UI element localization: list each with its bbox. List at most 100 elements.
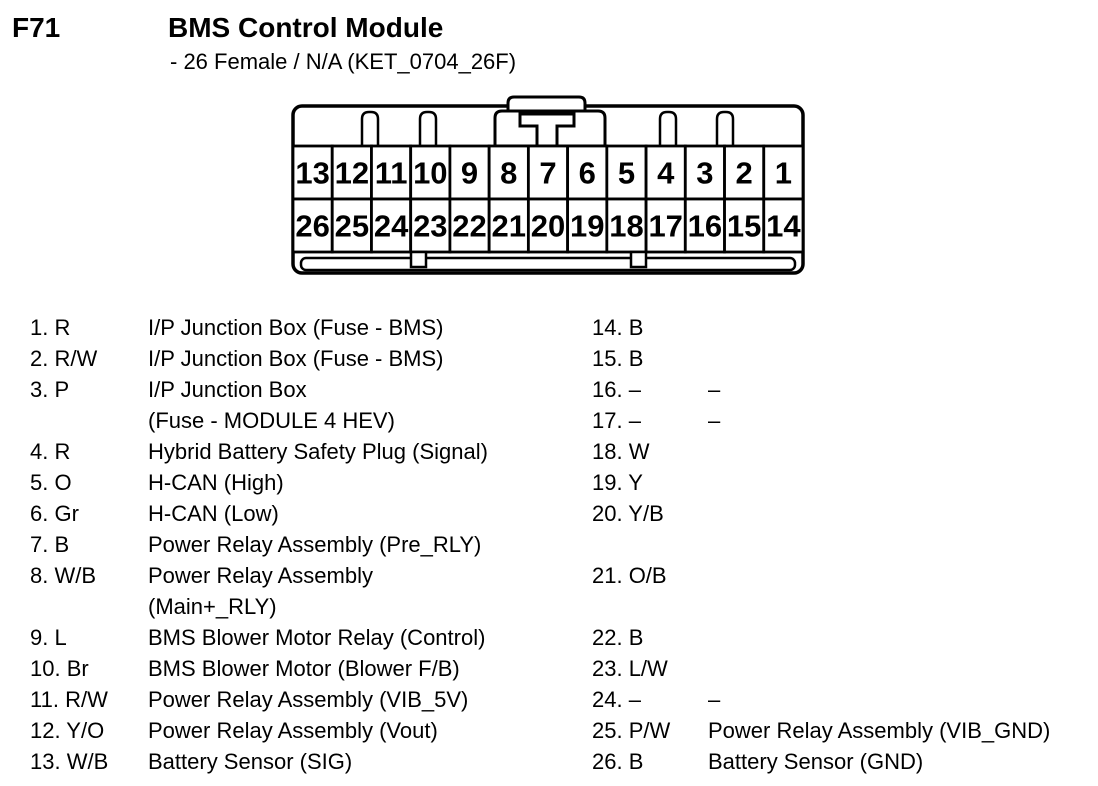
pin-row: 1. R I/P Junction Box (Fuse - BMS) 14. B bbox=[0, 312, 1098, 343]
pin-number-color: 16. – bbox=[592, 377, 641, 402]
connector-pin-number: 11 bbox=[375, 156, 408, 191]
pin-description: – bbox=[708, 687, 721, 712]
pin-description: H-CAN (Low) bbox=[148, 501, 279, 526]
pin-number-color: 20. Y/B bbox=[592, 501, 664, 526]
page-title: BMS Control Module bbox=[168, 12, 444, 43]
connector-cell bbox=[448, 197, 491, 254]
connector-pin-number: 14 bbox=[766, 209, 801, 244]
pin-description: Hybrid Battery Safety Plug (Signal) bbox=[148, 439, 488, 464]
connector-pin-number: 13 bbox=[295, 156, 329, 191]
pin-description: (Main+_RLY) bbox=[148, 594, 277, 619]
pin-number-color: 17. – bbox=[592, 408, 641, 433]
pin-description: BMS Blower Motor Relay (Control) bbox=[148, 625, 486, 650]
pin-description: – bbox=[708, 408, 721, 433]
pin-number-color: 11. R/W bbox=[30, 687, 108, 712]
pin-row: 9. L BMS Blower Motor Relay (Control) 22. … bbox=[0, 622, 1098, 653]
pin-number-color: 12. Y/O bbox=[30, 718, 105, 743]
connector-pin-number: 21 bbox=[492, 209, 526, 244]
pin-description: Power Relay Assembly bbox=[148, 563, 373, 588]
connector-slot bbox=[658, 110, 678, 146]
connector-pin-number: 15 bbox=[727, 209, 761, 244]
connector-code: F71 bbox=[12, 12, 61, 43]
pin-description: I/P Junction Box bbox=[148, 377, 307, 402]
pin-row: 6. Gr H-CAN (Low) 20. Y/B bbox=[0, 498, 1098, 529]
pin-description: Power Relay Assembly (VIB_GND) bbox=[708, 718, 1051, 743]
pin-description: Power Relay Assembly (Vout) bbox=[148, 718, 438, 743]
pin-description: (Fuse - MODULE 4 HEV) bbox=[148, 408, 395, 433]
connector-diagram: 1326122511241023922821720619518417316215… bbox=[291, 95, 805, 275]
connector-cell bbox=[409, 144, 452, 201]
connector-pin-number: 20 bbox=[531, 209, 565, 244]
connector-pin-number: 16 bbox=[688, 209, 722, 244]
connector-pin-number: 2 bbox=[736, 156, 753, 191]
connector-pin-grid: 1326122511241023922821720619518417316215… bbox=[291, 144, 805, 254]
connector-pin-number: 10 bbox=[413, 156, 447, 191]
connector-slot bbox=[418, 110, 438, 146]
connector-cell bbox=[330, 197, 373, 254]
pin-row: 7. B Power Relay Assembly (Pre_RLY) bbox=[0, 529, 1098, 560]
pin-number-color: 2. R/W bbox=[30, 346, 98, 371]
pin-number-color: 25. P/W bbox=[592, 718, 671, 743]
connector-cell bbox=[487, 197, 530, 254]
connector-slot bbox=[715, 110, 735, 146]
pin-description: – bbox=[708, 377, 721, 402]
pin-number-color: 19. Y bbox=[592, 470, 643, 495]
connector-pin-number: 8 bbox=[500, 156, 517, 191]
connector-cell bbox=[566, 197, 609, 254]
pin-number-color: 3. P bbox=[30, 377, 70, 402]
pin-number-color: 26. B bbox=[592, 749, 644, 774]
connector-slot bbox=[360, 110, 380, 146]
pin-number-color: 18. W bbox=[592, 439, 650, 464]
connector-subtitle: - 26 Female / N/A (KET_0704_26F) bbox=[170, 49, 517, 74]
connector-cell bbox=[370, 144, 413, 201]
connector-pin-number: 6 bbox=[579, 156, 596, 191]
pin-row: (Fuse - MODULE 4 HEV) 17. – – bbox=[0, 405, 1098, 436]
pin-table: 1. R I/P Junction Box (Fuse - BMS) 14. B 2.… bbox=[0, 312, 1098, 782]
connector-pin-number: 19 bbox=[570, 209, 604, 244]
pin-number-color: 14. B bbox=[592, 315, 644, 340]
connector-pin-number: 4 bbox=[657, 156, 675, 191]
connector-pin-number: 26 bbox=[295, 209, 329, 244]
pin-number-color: 23. L/W bbox=[592, 656, 668, 681]
pin-row: (Main+_RLY) bbox=[0, 591, 1098, 622]
pin-number-color: 4. R bbox=[30, 439, 71, 464]
pin-description: Battery Sensor (SIG) bbox=[148, 749, 353, 774]
pin-description: Power Relay Assembly (Pre_RLY) bbox=[148, 532, 482, 557]
pin-description: I/P Junction Box (Fuse - BMS) bbox=[148, 315, 444, 340]
connector-pin-number: 7 bbox=[539, 156, 556, 191]
pin-number-color: 24. – bbox=[592, 687, 641, 712]
pin-number-color: 13. W/B bbox=[30, 749, 109, 774]
pin-number-color: 22. B bbox=[592, 625, 644, 650]
connector-cell bbox=[683, 197, 726, 254]
pin-number-color: 5. O bbox=[30, 470, 72, 495]
pin-number-color: 7. B bbox=[30, 532, 70, 557]
connector-notch bbox=[409, 250, 428, 269]
pin-number-color: 1. R bbox=[30, 315, 71, 340]
pin-description: I/P Junction Box (Fuse - BMS) bbox=[148, 346, 444, 371]
connector-pin-number: 1 bbox=[775, 156, 792, 191]
connector-cell bbox=[723, 144, 766, 201]
connector-cell bbox=[448, 144, 491, 201]
connector-pin-number: 17 bbox=[648, 209, 682, 244]
pin-row: 11. R/W Power Relay Assembly (VIB_5V) 24. … bbox=[0, 684, 1098, 715]
pin-number-color: 9. L bbox=[30, 625, 67, 650]
connector-bottom-strip bbox=[299, 256, 797, 272]
pin-number-color: 15. B bbox=[592, 346, 644, 371]
connector-pin-number: 24 bbox=[374, 209, 409, 244]
connector-pin-number: 3 bbox=[696, 156, 713, 191]
pin-number-color: 6. Gr bbox=[30, 501, 79, 526]
connector-pin-number: 18 bbox=[609, 209, 643, 244]
pin-number-color: 8. W/B bbox=[30, 563, 97, 588]
connector-pin-number: 22 bbox=[452, 209, 486, 244]
pin-description: Power Relay Assembly (VIB_5V) bbox=[148, 687, 469, 712]
pin-description: BMS Blower Motor (Blower F/B) bbox=[148, 656, 460, 681]
connector-pin-number: 23 bbox=[413, 209, 447, 244]
pin-row: 12. Y/O Power Relay Assembly (Vout) 25. P/… bbox=[0, 715, 1098, 746]
connector-notch bbox=[629, 250, 648, 269]
connector-cell bbox=[762, 197, 805, 254]
